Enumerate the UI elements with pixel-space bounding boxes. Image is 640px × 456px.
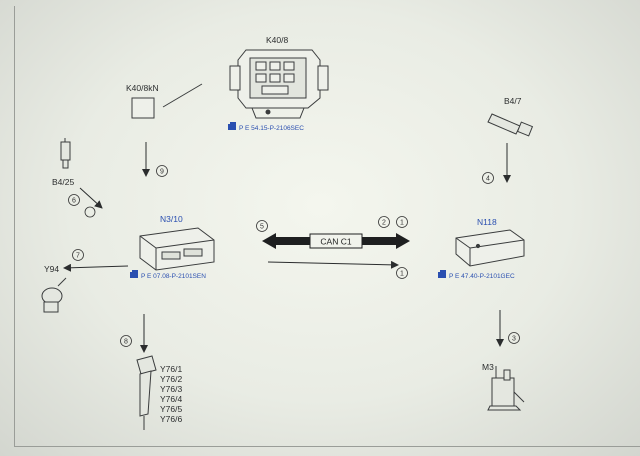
b4-7-label: B4/7	[504, 96, 522, 106]
k40-8-reference: P E 54.15-P-2106SEC	[239, 125, 304, 132]
y76-injectors: Y76/1 Y76/2 Y76/3 Y76/4 Y76/5 Y76/6	[136, 355, 182, 430]
k40-8-module: K40/8 P E 54.15-P-2106SEC	[228, 35, 329, 132]
signal-3-badge: 3	[508, 332, 520, 344]
n118-control-unit: N118 P E 47.40-P-2101GEC	[438, 217, 525, 280]
svg-text:1: 1	[400, 220, 404, 227]
svg-text:2: 2	[382, 220, 386, 227]
k40-8-label: K40/8	[266, 35, 288, 45]
y76-3-label: Y76/3	[160, 384, 182, 394]
signal-7-arrow	[63, 263, 129, 272]
document-reference-icon	[228, 122, 236, 130]
svg-text:6: 6	[72, 198, 76, 205]
svg-text:8: 8	[124, 339, 128, 346]
n3-10-control-unit: N3/10 P E 07.08-P-2101SEN	[130, 214, 215, 280]
sheet-frame	[14, 6, 640, 447]
y76-5-label: Y76/5	[160, 404, 182, 414]
b4-25-sensor: B4/25	[52, 138, 74, 187]
b4-7-sensor: B4/7	[487, 96, 534, 137]
k40-8kn-label: K40/8kN	[126, 83, 159, 93]
y76-1-label: Y76/1	[160, 364, 182, 374]
b4-25-label: B4/25	[52, 177, 74, 187]
n3-10-reference: P E 07.08-P-2101SEN	[141, 273, 206, 280]
y94-valve: Y94	[41, 264, 67, 313]
y94-label: Y94	[44, 264, 59, 274]
signal-7-badge: 7	[72, 249, 84, 261]
signal-6-arrow	[79, 187, 103, 209]
svg-text:9: 9	[160, 169, 164, 176]
svg-text:3: 3	[512, 336, 516, 343]
signal-1-badge-bottom: 1	[396, 267, 408, 279]
k40-8kn-relay: K40/8kN	[126, 83, 203, 119]
signal-1-badge-top: 1	[396, 216, 408, 228]
svg-text:4: 4	[486, 176, 490, 183]
y76-6-label: Y76/6	[160, 414, 182, 424]
y76-4-label: Y76/4	[160, 394, 182, 404]
fuse-box-icon	[229, 49, 329, 119]
n118-reference: P E 47.40-P-2101GEC	[449, 273, 515, 280]
signal-8-badge: 8	[120, 335, 132, 347]
ecu-icon	[455, 229, 525, 267]
relay-icon	[131, 97, 155, 119]
signal-9-badge: 9	[156, 165, 168, 177]
m3-label: M3	[482, 362, 494, 372]
relay-connection-line	[162, 83, 203, 108]
m3-fuel-pump: M3	[482, 362, 525, 411]
injector-icon	[136, 355, 157, 430]
valve-icon	[41, 277, 67, 313]
n118-label: N118	[477, 217, 497, 227]
signal-6-mark	[84, 206, 96, 218]
svg-text:7: 7	[76, 253, 80, 260]
sensor-icon	[487, 113, 534, 137]
can-bus-label: CAN C1	[320, 237, 351, 247]
signal-2-badge: 2	[378, 216, 390, 228]
signal-6-badge: 6	[68, 194, 80, 206]
document-reference-icon	[130, 270, 138, 278]
svg-text:1: 1	[400, 271, 404, 278]
y76-2-label: Y76/2	[160, 374, 182, 384]
n3-10-label: N3/10	[160, 214, 183, 224]
document-reference-icon	[438, 270, 446, 278]
pump-icon	[487, 366, 525, 411]
signal-4-badge: 4	[482, 172, 494, 184]
signal-5-badge: 5	[256, 220, 268, 232]
signal-1-arrow	[267, 260, 399, 269]
svg-text:5: 5	[260, 224, 264, 231]
ecu-icon	[139, 227, 215, 271]
can-c1-bus: CAN C1	[262, 233, 410, 249]
sensor-icon	[60, 138, 71, 169]
